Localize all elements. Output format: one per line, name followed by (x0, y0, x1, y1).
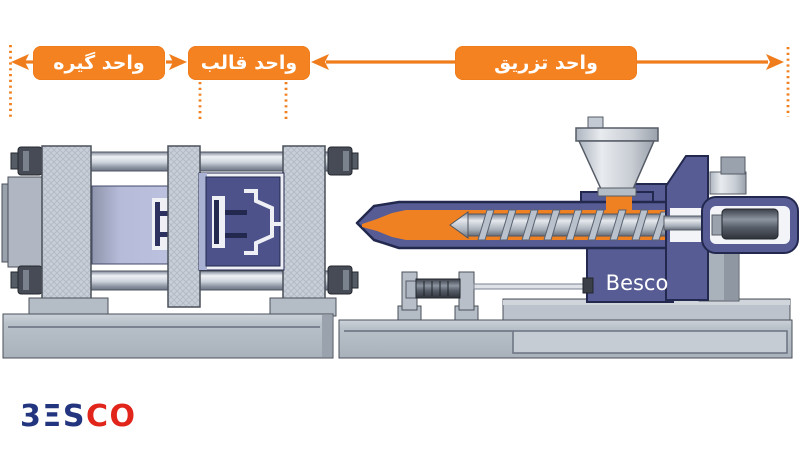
fixed-platen (282, 145, 326, 300)
piston-rod (473, 283, 585, 290)
connector-block (709, 171, 747, 195)
tail-block (7, 176, 47, 268)
clamping-unit (1, 145, 359, 359)
hopper-rim (575, 127, 659, 142)
screw (449, 209, 669, 241)
rear-platen (41, 145, 92, 304)
connector-block-top (720, 156, 746, 175)
hopper-neck (597, 187, 637, 197)
logo-red-part: CO (85, 399, 137, 434)
label-mold-unit: واحد قالب (188, 46, 310, 80)
carriage-cylinder (397, 271, 594, 321)
clamp-foot-right (269, 297, 337, 317)
arrowhead-inject-left-icon (311, 54, 329, 70)
besco-logo: 3ΞSCO (20, 402, 136, 432)
annotations (9, 45, 790, 121)
machine-brand-text: Besco (606, 271, 669, 295)
label-clamping-unit: واحد گیره (33, 46, 165, 80)
screw-flights (477, 209, 669, 241)
ejector-pins (152, 198, 172, 250)
clamp-foot-left (28, 297, 109, 317)
mold (198, 172, 285, 271)
logo-blue-part: 3ΞS (20, 399, 86, 434)
rod-connector (582, 277, 594, 294)
moving-platen (167, 145, 201, 308)
injection-unit: Besco (338, 116, 799, 359)
injection-cylinder (721, 208, 779, 240)
hopper-cone (577, 140, 656, 190)
arrowhead-inject-right-icon (766, 54, 784, 70)
arrowhead-mid-icon (169, 54, 187, 70)
hopper (575, 116, 659, 197)
label-injection-unit: واحد تزریق (455, 46, 637, 80)
feed-throat (606, 194, 632, 212)
cylinder-body (415, 278, 461, 299)
barrel (355, 194, 676, 250)
arrowhead-left-icon (11, 54, 29, 70)
machine-bed-right (338, 298, 793, 359)
span-arrows (11, 54, 784, 70)
tie-bar-end-caps (10, 146, 359, 295)
machine-bed-left (2, 313, 334, 359)
injection-drive (663, 155, 799, 301)
boundary-dotted-lines (9, 45, 790, 121)
